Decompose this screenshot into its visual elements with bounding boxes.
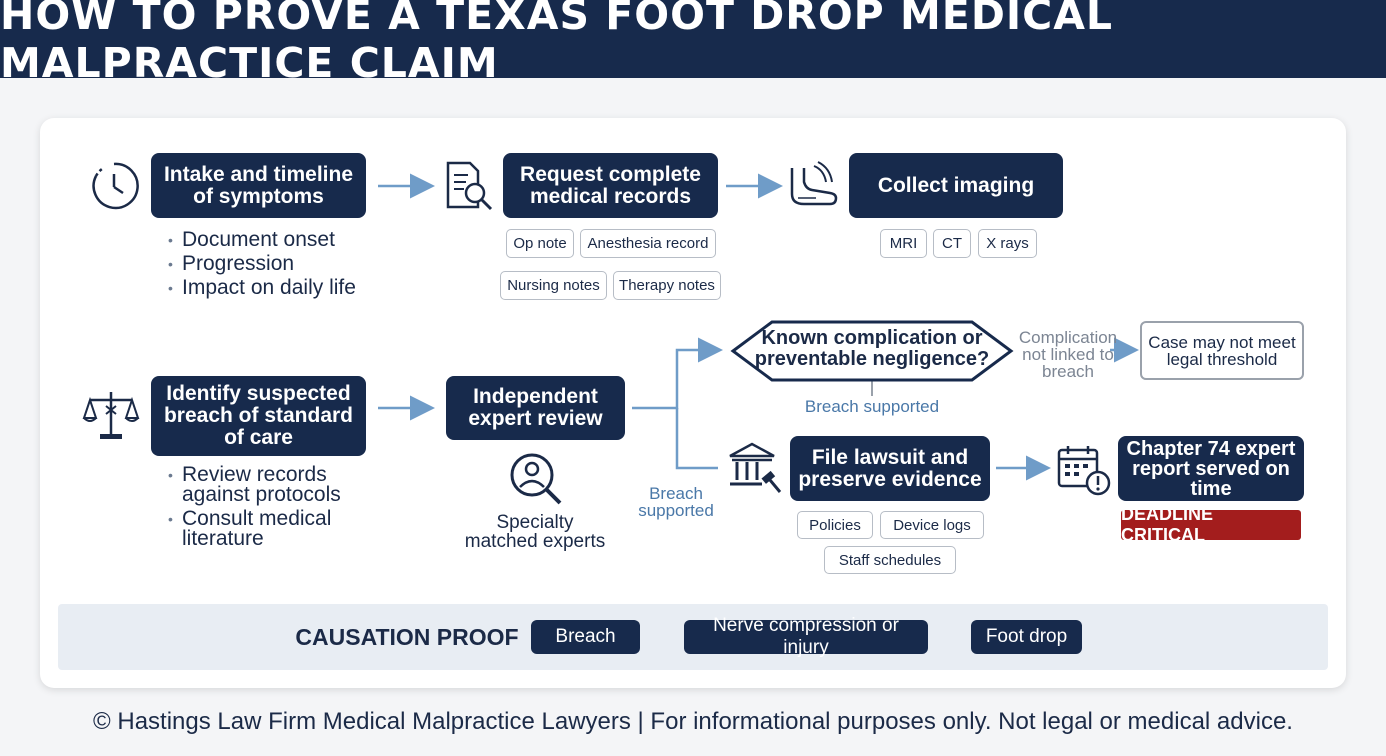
expert-sublabel: Specialty matched experts <box>464 512 606 552</box>
lawsuit-step: File lawsuit and preserve evidence <box>790 436 990 501</box>
causation-foot-drop: Foot drop <box>971 620 1082 654</box>
expert-step-label: Independent expert review <box>468 385 603 430</box>
tag-therapy-notes: Therapy notes <box>613 271 721 300</box>
imaging-step-label: Collect imaging <box>877 173 1035 197</box>
tag-policies: Policies <box>797 511 873 539</box>
report-step-label: Chapter 74 expert report served on time <box>1126 437 1296 500</box>
report-step: Chapter 74 expert report served on time <box>1118 436 1304 501</box>
list-item: Progression <box>168 252 356 276</box>
scales-icon <box>82 388 140 449</box>
tag-device-logs: Device logs <box>880 511 984 539</box>
causation-foot-drop-label: Foot drop <box>985 626 1068 647</box>
list-item: Consult medical literature <box>168 508 348 549</box>
clock-icon <box>88 160 140 217</box>
decision-diamond <box>730 320 1014 382</box>
decision-no-label: Complication not linked to breach <box>1018 328 1118 381</box>
intake-bullets: Document onset Progression Impact on dai… <box>168 228 356 300</box>
title-banner: HOW TO PROVE A TEXAS FOOT DROP MEDICAL M… <box>0 0 1386 87</box>
threshold-outcome: Case may not meet legal threshold <box>1140 321 1304 380</box>
causation-heading: CAUSATION PROOF <box>295 624 519 650</box>
causation-nerve: Nerve compression or injury <box>684 615 928 658</box>
arrow-expert-lawsuit <box>675 408 718 470</box>
deadline-badge: DEADLINE CRITICAL <box>1121 504 1301 545</box>
footer-disclaimer: © Hastings Law Firm Medical Malpractice … <box>93 708 1293 735</box>
threshold-outcome-label: Case may not meet legal threshold <box>1148 332 1296 369</box>
imaging-step: Collect imaging <box>849 153 1063 218</box>
causation-nerve-label: Nerve compression or injury <box>713 615 899 658</box>
page-title: HOW TO PROVE A TEXAS FOOT DROP MEDICAL M… <box>0 0 1114 87</box>
records-step: Request complete medical records <box>503 153 718 218</box>
intake-step: Intake and timeline of symptoms <box>151 153 366 218</box>
causation-breach-label: Breach <box>555 626 616 647</box>
arrow-expert-split <box>632 337 723 410</box>
calendar-alert-icon <box>1056 443 1112 502</box>
document-search-icon <box>444 160 496 217</box>
decision-label: Known complication or preventable neglig… <box>754 327 990 370</box>
tag-op-note: Op note <box>506 229 574 258</box>
expert-step: Independent expert review <box>446 376 625 440</box>
causation-breach: Breach <box>531 620 640 654</box>
tag-staff-schedules: Staff schedules <box>824 546 956 574</box>
records-step-label: Request complete medical records <box>520 162 701 208</box>
breach-step-label: Identify suspected breach of standard of… <box>163 382 354 449</box>
foot-scan-icon <box>786 160 842 217</box>
list-item: Document onset <box>168 228 356 252</box>
decision-yes-label: Breach supported <box>804 397 940 416</box>
list-item: Impact on daily life <box>168 276 356 300</box>
breach-step: Identify suspected breach of standard of… <box>151 376 366 456</box>
expert-search-icon <box>506 451 564 512</box>
branch-breach-supported-label: Breach supported <box>638 484 714 520</box>
courthouse-icon <box>726 440 784 501</box>
lawsuit-step-label: File lawsuit and preserve evidence <box>798 445 982 491</box>
tag-ct: CT <box>933 229 971 258</box>
tag-x-rays: X rays <box>978 229 1037 258</box>
tag-nursing-notes: Nursing notes <box>500 271 607 300</box>
tag-anesthesia-record: Anesthesia record <box>580 229 716 258</box>
tag-mri: MRI <box>880 229 927 258</box>
list-item: Review records against protocols <box>168 464 348 505</box>
intake-step-label: Intake and timeline of symptoms <box>163 162 354 208</box>
breach-bullets: Review records against protocols Consult… <box>168 464 348 549</box>
